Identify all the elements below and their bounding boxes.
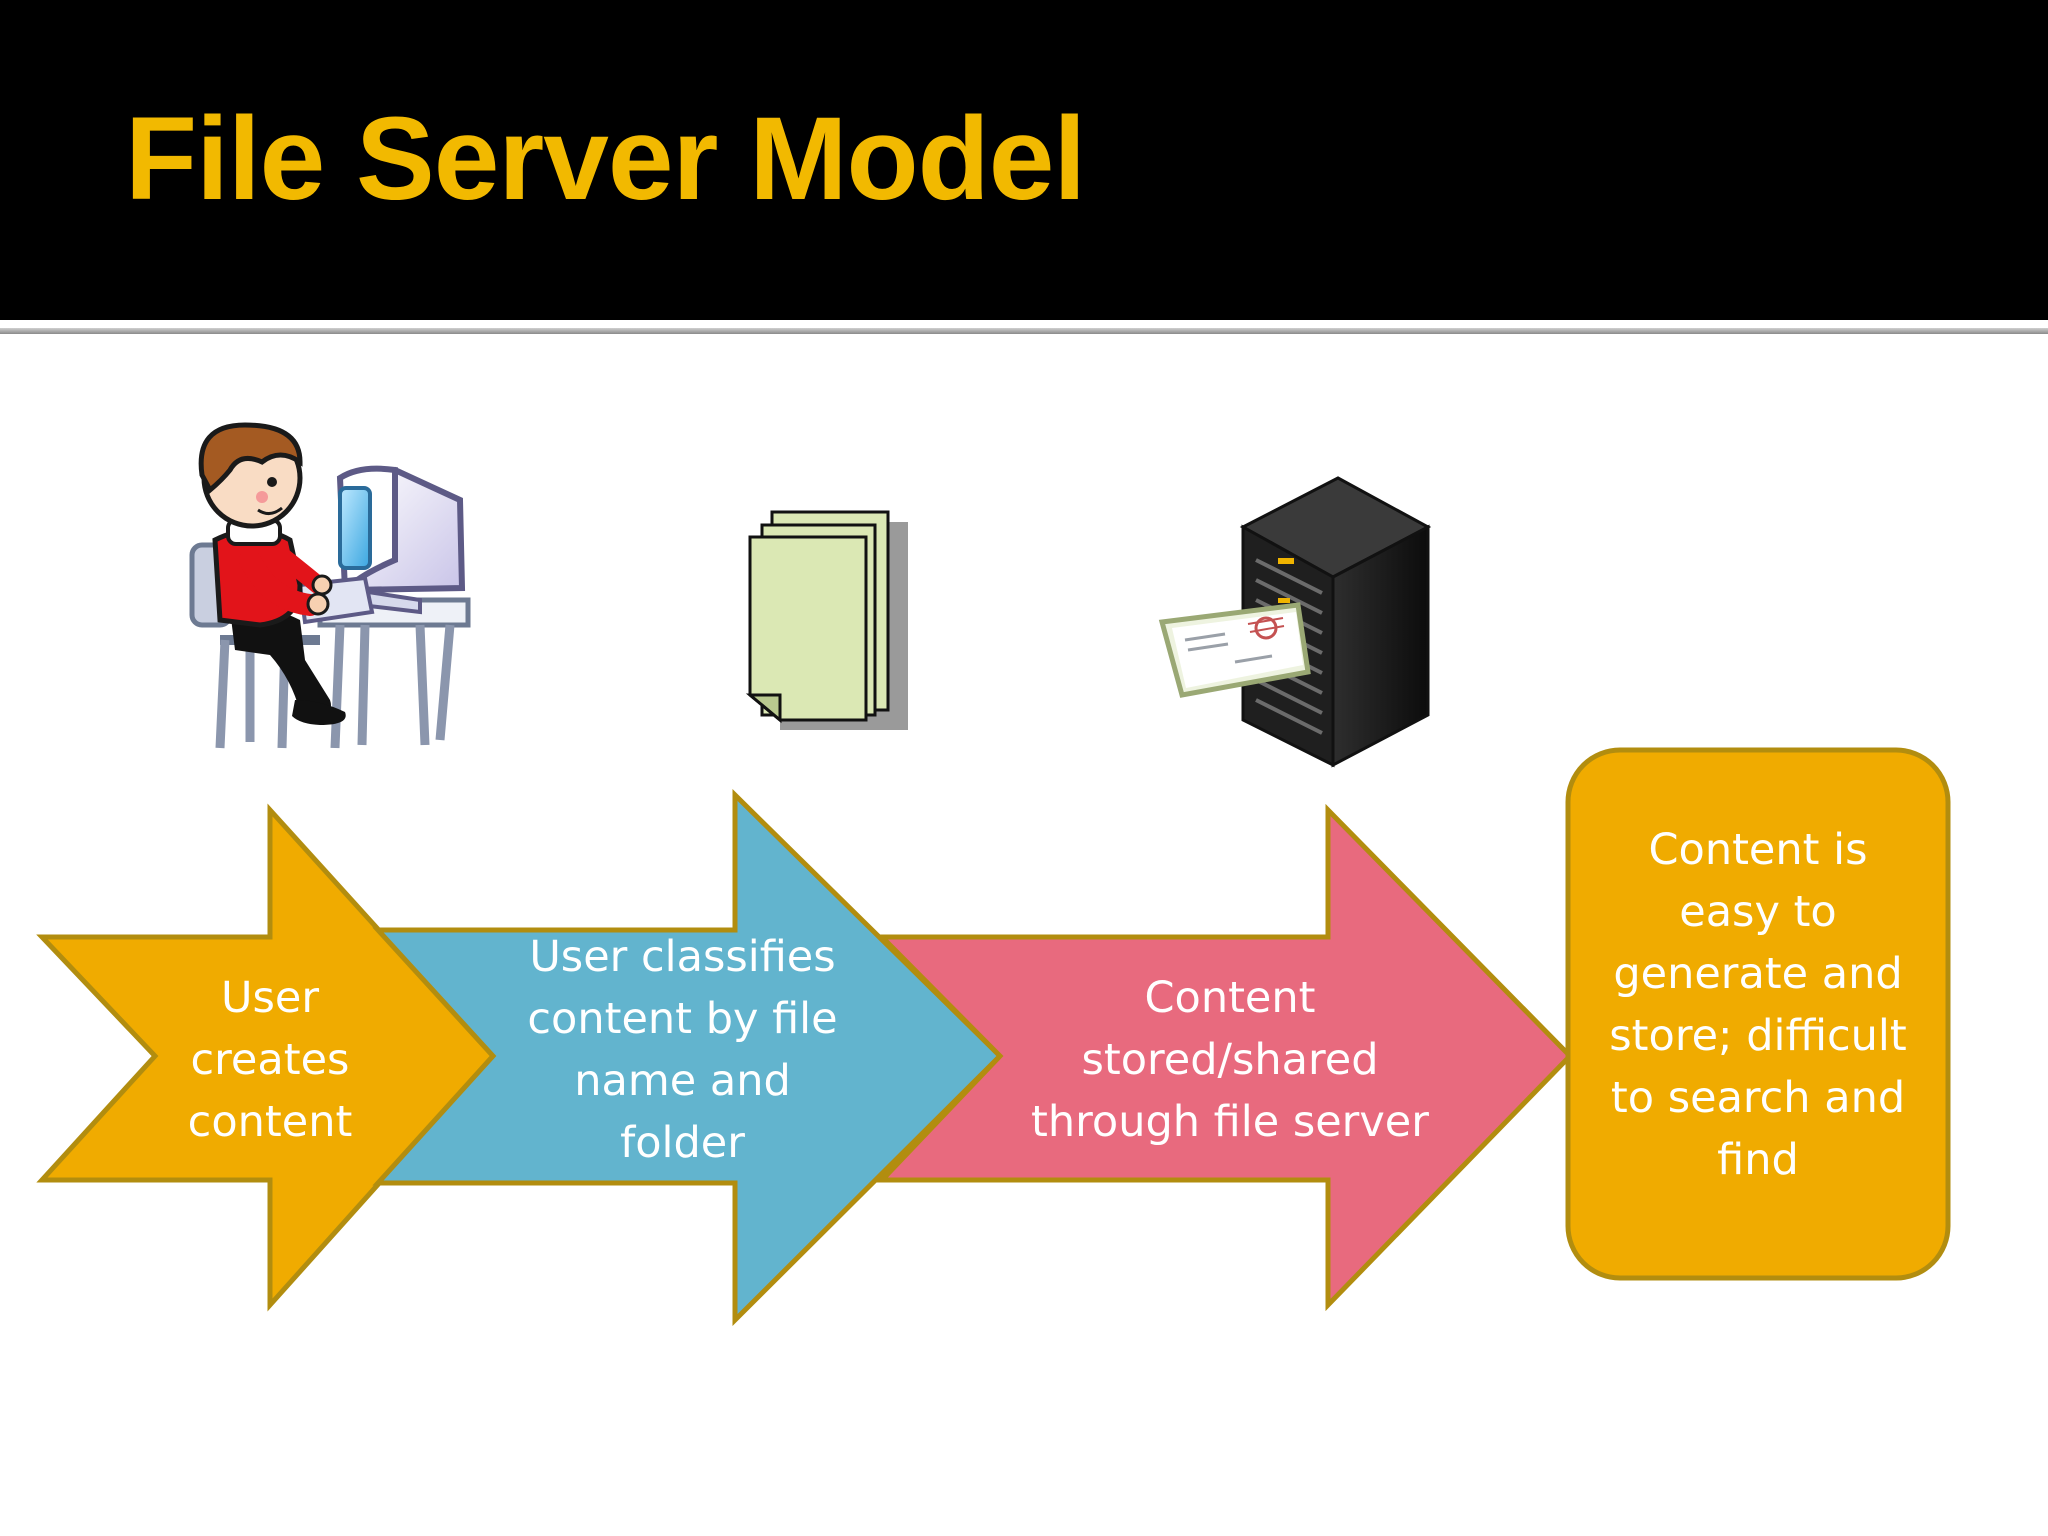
step-1-label: User creates content — [187, 973, 353, 1147]
title-divider — [0, 328, 2048, 334]
slide-title: File Server Model — [125, 93, 1086, 225]
title-bar: File Server Model — [0, 0, 2048, 320]
document-stack-icon — [745, 510, 908, 730]
step-3-arrow — [876, 803, 1574, 1312]
step-4-label: Content is easy to generate and store; d… — [1609, 825, 1907, 1185]
step-2-arrow — [372, 789, 1004, 1327]
user-at-computer-icon — [189, 422, 471, 749]
step-3-label: Content stored/shared through file serve… — [1031, 973, 1429, 1147]
step-4-box — [1565, 747, 1951, 1281]
server-with-envelope-icon — [1158, 476, 1432, 768]
step-2-label: User classifies content by file name and… — [527, 932, 838, 1168]
